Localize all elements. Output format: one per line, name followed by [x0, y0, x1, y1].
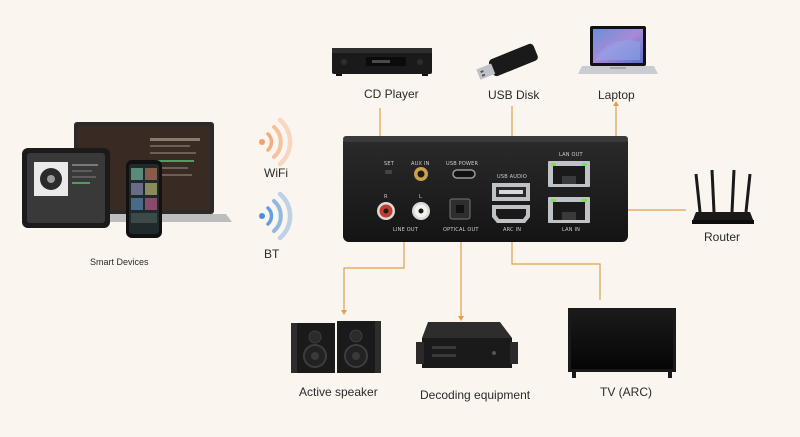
- port-label-l: L: [419, 194, 422, 200]
- router-label: Router: [704, 230, 741, 244]
- port-label-usb-audio: USB AUDIO: [497, 174, 527, 180]
- bt-label: BT: [264, 247, 280, 261]
- tv-icon: [568, 308, 676, 378]
- line-lineout-speaker: [343, 234, 405, 310]
- smart-devices-icon: [22, 122, 232, 238]
- center-device: [343, 136, 628, 242]
- usb-disk-label: USB Disk: [488, 88, 540, 102]
- port-label-r: R: [384, 194, 388, 200]
- port-label-usb-power: USB POWER: [446, 161, 479, 167]
- decoding-equipment-icon: [416, 322, 518, 368]
- wifi-icon: [259, 117, 293, 167]
- usb-power-port: [452, 169, 476, 179]
- port-label-aux-in: AUX IN: [411, 161, 430, 167]
- active-speaker-icon: [291, 321, 381, 373]
- arrow-laptop: [613, 101, 619, 106]
- bt-icon: [259, 191, 293, 241]
- decoding-equipment-label: Decoding equipment: [420, 388, 531, 402]
- active-speaker-label: Active speaker: [299, 385, 378, 399]
- arrow-speaker: [341, 310, 347, 315]
- port-label-optical-out: OPTICAL OUT: [443, 227, 479, 233]
- set-button: [385, 170, 392, 174]
- laptop-label: Laptop: [598, 88, 635, 102]
- wifi-label: WiFi: [264, 166, 288, 180]
- port-label-line-out: LINE OUT: [393, 227, 418, 233]
- router-icon: [692, 169, 754, 224]
- tv-label: TV (ARC): [600, 385, 652, 399]
- arrow-decoder: [458, 316, 464, 321]
- laptop-icon: [578, 26, 658, 74]
- cd-player-icon: [332, 48, 432, 76]
- line-arc-tv: [511, 236, 601, 300]
- port-label-lan-in: LAN IN: [562, 227, 581, 233]
- usb-disk-icon: [476, 43, 538, 80]
- port-label-arc-in: ARC IN: [503, 227, 522, 233]
- cd-player-label: CD Player: [364, 87, 419, 101]
- port-label-lan-out: LAN OUT: [559, 152, 583, 158]
- port-label-set: SET: [384, 161, 394, 167]
- smart-devices-label: Smart Devices: [90, 257, 149, 267]
